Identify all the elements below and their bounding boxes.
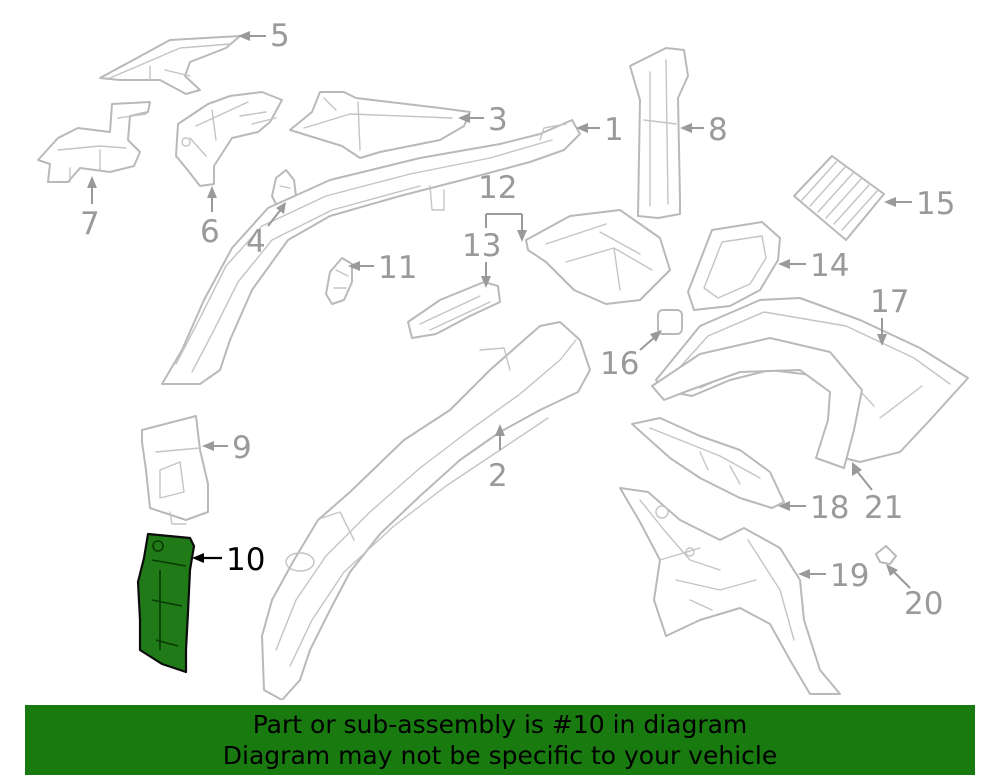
callout-9-label: 9 bbox=[232, 430, 252, 466]
callout-13-label: 13 bbox=[462, 228, 501, 264]
callout-18-label: 18 bbox=[810, 490, 849, 526]
callout-10-label: 10 bbox=[226, 542, 265, 578]
part-7-shape[interactable] bbox=[37, 101, 151, 183]
callout-19: 19 bbox=[798, 558, 869, 594]
part-9-shape[interactable] bbox=[141, 415, 209, 525]
callout-11-label: 11 bbox=[378, 250, 417, 286]
callout-7-label: 7 bbox=[80, 206, 100, 242]
callout-20-label: 20 bbox=[904, 586, 943, 622]
callout-15-label: 15 bbox=[916, 186, 955, 222]
part-12-shape[interactable] bbox=[525, 209, 671, 305]
callout-6-label: 6 bbox=[200, 214, 220, 250]
callout-11: 11 bbox=[348, 250, 417, 286]
part-11-shape[interactable] bbox=[325, 257, 353, 305]
callout-3-label: 3 bbox=[488, 102, 508, 138]
part-3-shape[interactable] bbox=[289, 91, 471, 159]
callout-2: 2 bbox=[488, 424, 508, 494]
callout-10: 10 bbox=[192, 542, 265, 578]
callout-20: 20 bbox=[886, 564, 943, 622]
callout-12-label: 12 bbox=[478, 170, 517, 206]
part-5-shape[interactable] bbox=[99, 35, 241, 95]
callout-9: 9 bbox=[202, 430, 252, 466]
info-banner: Part or sub-assembly is #10 in diagram D… bbox=[25, 705, 975, 775]
callout-12: 12 bbox=[478, 170, 527, 242]
part-21-shape[interactable] bbox=[651, 337, 863, 469]
part-16-shape[interactable] bbox=[657, 309, 683, 335]
part-10-shape[interactable] bbox=[136, 532, 196, 674]
part-19-shape[interactable] bbox=[619, 487, 841, 695]
callout-5: 5 bbox=[238, 18, 290, 54]
part-18-shape[interactable] bbox=[631, 417, 785, 509]
callout-16-label: 16 bbox=[600, 346, 639, 382]
part-2-shape[interactable] bbox=[261, 321, 591, 700]
callout-8-label: 8 bbox=[708, 112, 728, 148]
banner-line-1: Part or sub-assembly is #10 in diagram bbox=[252, 710, 748, 739]
part-6-shape[interactable] bbox=[175, 91, 283, 187]
callout-6: 6 bbox=[200, 186, 220, 250]
callout-1-label: 1 bbox=[604, 112, 624, 148]
callout-7: 7 bbox=[80, 176, 100, 242]
part-8-shape[interactable] bbox=[629, 47, 689, 219]
part-15-shape[interactable] bbox=[793, 155, 885, 241]
part-1-shape[interactable] bbox=[161, 119, 581, 385]
callout-18: 18 bbox=[778, 490, 849, 526]
part-13-shape[interactable] bbox=[407, 281, 501, 339]
banner-line-2: Diagram may not be specific to your vehi… bbox=[222, 741, 778, 770]
callout-3: 3 bbox=[458, 102, 508, 138]
part-20-shape[interactable] bbox=[875, 545, 897, 565]
callout-8: 8 bbox=[680, 112, 728, 148]
callout-4-label: 4 bbox=[246, 224, 266, 260]
callout-1: 1 bbox=[576, 112, 624, 148]
callout-21-label: 21 bbox=[864, 490, 903, 526]
callout-13: 13 bbox=[462, 228, 501, 288]
part-14-shape[interactable] bbox=[687, 221, 781, 311]
callout-17-label: 17 bbox=[870, 284, 909, 320]
callout-15: 15 bbox=[884, 186, 955, 222]
callout-5-label: 5 bbox=[270, 18, 290, 54]
callout-21: 21 bbox=[852, 462, 903, 526]
callout-16: 16 bbox=[600, 330, 662, 382]
callout-17: 17 bbox=[870, 284, 909, 346]
callout-14-label: 14 bbox=[810, 248, 849, 284]
callout-14: 14 bbox=[778, 248, 849, 284]
callout-4: 4 bbox=[246, 202, 286, 260]
callout-19-label: 19 bbox=[830, 558, 869, 594]
callout-2-label: 2 bbox=[488, 458, 508, 494]
parts-diagram: 1 2 3 4 5 6 7 8 9 10 bbox=[37, 18, 969, 700]
